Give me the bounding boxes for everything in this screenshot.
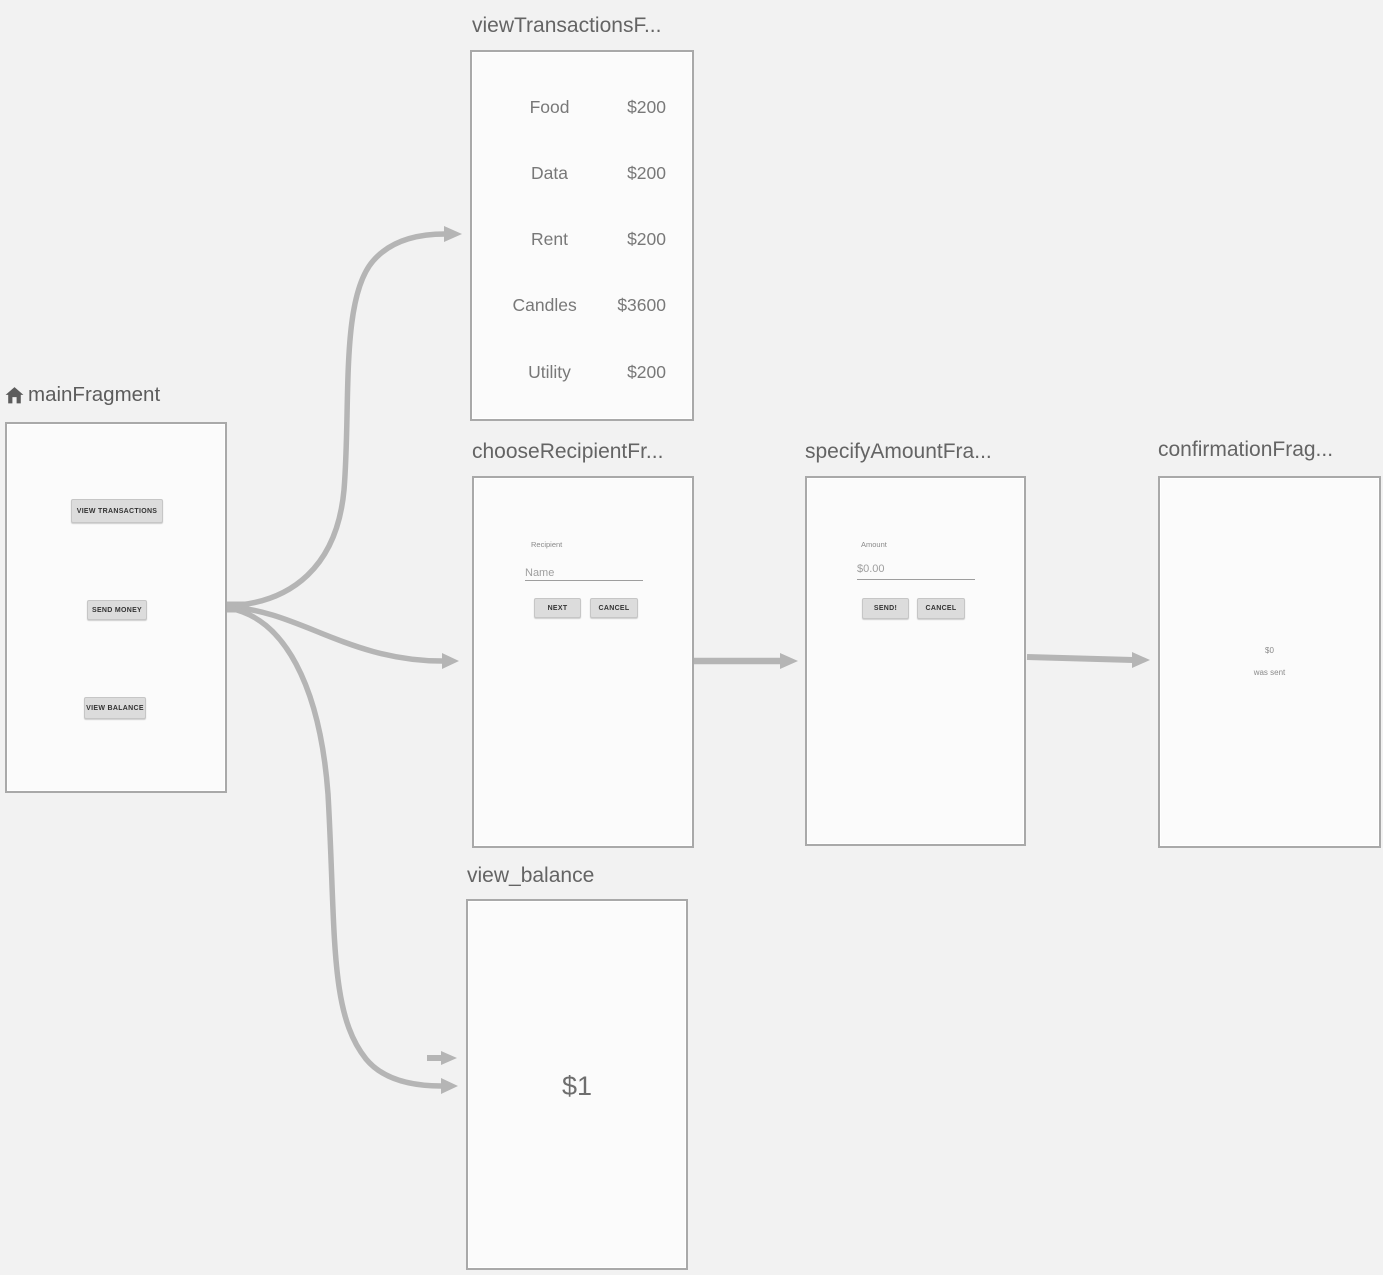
fragment-preview-main[interactable]: VIEW TRANSACTIONS SEND MONEY VIEW BALANC… — [5, 422, 227, 793]
edge-stub-to-view-balance[interactable] — [427, 1051, 457, 1065]
view-balance-button: VIEW BALANCE — [84, 697, 146, 719]
fragment-preview-view-balance[interactable]: $1 — [466, 899, 688, 1270]
fragment-title-confirmation[interactable]: confirmationFrag... — [1158, 438, 1334, 461]
transaction-row: Candles $3600 — [472, 294, 692, 316]
confirmation-message-text: was sent — [1253, 668, 1286, 677]
cancel-button: CANCEL — [590, 598, 638, 618]
edge-main-to-view-transactions[interactable] — [227, 226, 462, 609]
fragment-title-specify-amount[interactable]: specifyAmountFra... — [805, 440, 992, 463]
fragment-title-choose-recipient[interactable]: chooseRecipientFr... — [472, 440, 664, 463]
balance-amount-text: $1 — [561, 1071, 593, 1101]
next-button: NEXT — [534, 598, 581, 618]
fragment-preview-view-transactions[interactable]: Food $200 Data $200 Rent $200 Candles $3… — [470, 50, 694, 421]
transaction-amount: $200 — [627, 97, 666, 117]
send-button: SEND! — [862, 598, 909, 619]
fragment-preview-specify-amount[interactable]: Amount $0.00 SEND! CANCEL — [805, 476, 1026, 846]
amount-input: $0.00 — [857, 563, 885, 575]
fragment-title-main[interactable]: mainFragment — [4, 383, 160, 407]
fragment-preview-choose-recipient[interactable]: Recipient Name NEXT CANCEL — [472, 476, 694, 848]
cancel-button: CANCEL — [917, 598, 965, 619]
fragment-title-view-balance[interactable]: view_balance — [467, 864, 595, 887]
home-icon — [5, 386, 24, 403]
transaction-label: Food — [529, 97, 570, 117]
transaction-amount: $200 — [627, 163, 666, 183]
confirmation-amount-text: $0 — [1265, 646, 1274, 655]
fragment-preview-confirmation[interactable]: $0 was sent — [1158, 476, 1381, 848]
amount-input-underline — [857, 579, 975, 580]
transaction-row: Food $200 — [472, 96, 692, 118]
transaction-amount: $200 — [627, 362, 666, 382]
transaction-amount: $3600 — [617, 295, 666, 315]
edge-choose-recipient-to-specify-amount[interactable] — [694, 653, 798, 669]
send-money-button: SEND MONEY — [87, 600, 147, 620]
transaction-label: Data — [531, 163, 569, 183]
transaction-label: Candles — [512, 295, 577, 315]
transaction-label: Rent — [531, 229, 569, 249]
recipient-input-underline — [525, 580, 643, 581]
edge-main-to-view-balance[interactable] — [227, 605, 458, 1094]
fragment-title-view-transactions[interactable]: viewTransactionsF... — [472, 14, 662, 37]
recipient-name-input: Name — [525, 567, 555, 579]
view-transactions-button: VIEW TRANSACTIONS — [71, 499, 163, 523]
edge-specify-amount-to-confirmation[interactable] — [1026, 652, 1150, 668]
transaction-row: Utility $200 — [472, 361, 692, 383]
amount-field-label: Amount — [861, 540, 887, 549]
transaction-amount: $200 — [627, 229, 666, 249]
recipient-field-label: Recipient — [531, 540, 563, 549]
transaction-label: Utility — [528, 362, 571, 382]
transaction-row: Rent $200 — [472, 228, 692, 250]
edge-main-to-choose-recipient[interactable] — [227, 604, 459, 669]
transaction-row: Data $200 — [472, 162, 692, 184]
fragment-title-main-label: mainFragment — [28, 383, 161, 406]
